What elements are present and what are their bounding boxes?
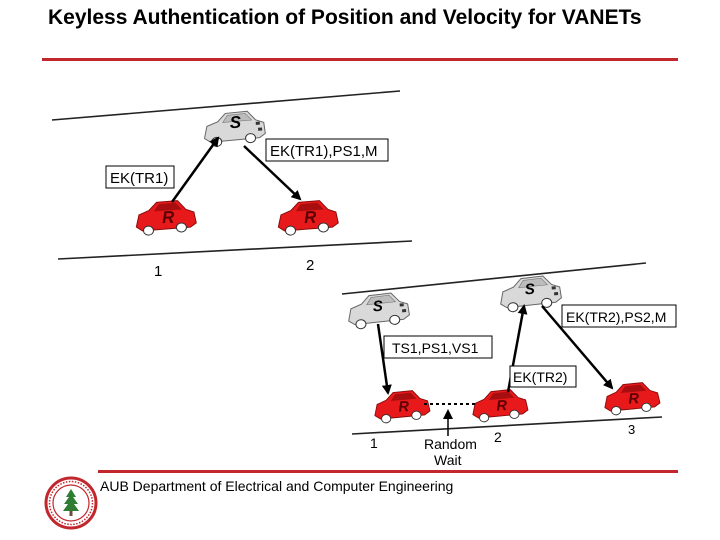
message-label: EK(TR2) bbox=[513, 369, 567, 385]
message-box bbox=[561, 304, 677, 328]
receiver-label: R bbox=[304, 208, 318, 227]
footer-divider bbox=[98, 470, 678, 473]
receiver-car-icon: R bbox=[373, 389, 431, 424]
message-label: EK(TR1),PS1,M bbox=[270, 143, 378, 160]
receiver-car-icon: R bbox=[134, 199, 198, 237]
position-label: 1 bbox=[154, 263, 162, 280]
aub-logo-icon bbox=[44, 476, 98, 530]
random-wait-label: Wait bbox=[434, 452, 462, 468]
broadcast-arrow bbox=[541, 305, 614, 390]
title-divider bbox=[42, 58, 678, 61]
message-label: EK(TR2),PS2,M bbox=[566, 309, 666, 325]
sender-label: S bbox=[524, 281, 535, 299]
top-scenario: S R R EK(TR1),PS1,M EK(TR1) 1 2 bbox=[51, 90, 413, 280]
receiver-car-icon: R bbox=[603, 381, 661, 416]
footer-text: AUB Department of Electrical and Compute… bbox=[100, 478, 454, 494]
sender-label: S bbox=[372, 298, 383, 316]
road-edge bbox=[51, 90, 401, 121]
receiver-car-icon: R bbox=[471, 388, 529, 423]
bottom-scenario: S S R R R TS1,PS1,VS1 EK(TR2) EK(TR2),PS… bbox=[341, 262, 677, 468]
sender-label: S bbox=[229, 113, 242, 133]
sender-car-icon: S bbox=[498, 274, 563, 314]
sender-car-icon: S bbox=[346, 291, 411, 331]
message-box bbox=[509, 365, 577, 388]
road-edge bbox=[351, 416, 663, 435]
receiver-label: R bbox=[398, 399, 410, 416]
broadcast-arrow bbox=[243, 145, 302, 201]
slide-title: Keyless Authentication of Position and V… bbox=[48, 6, 642, 29]
message-box bbox=[105, 165, 175, 189]
message-box bbox=[383, 335, 493, 359]
sender-car-icon: S bbox=[202, 109, 267, 148]
message-label: TS1,PS1,VS1 bbox=[392, 340, 479, 356]
receiver-label: R bbox=[628, 391, 640, 408]
request-arrow bbox=[170, 136, 220, 203]
receiver-label: R bbox=[162, 208, 176, 227]
first-message-arrow bbox=[376, 323, 392, 395]
random-wait-label: Random bbox=[424, 436, 477, 452]
road-edge bbox=[341, 262, 647, 295]
position-label: 1 bbox=[370, 435, 378, 451]
message-label: EK(TR1) bbox=[110, 170, 168, 187]
position-label: 3 bbox=[628, 422, 635, 437]
receiver-label: R bbox=[496, 398, 508, 415]
position-label: 2 bbox=[494, 429, 502, 445]
road-edge bbox=[57, 240, 413, 260]
message-box bbox=[265, 138, 389, 162]
receiver-car-icon: R bbox=[276, 199, 340, 237]
position-label: 2 bbox=[306, 257, 314, 274]
